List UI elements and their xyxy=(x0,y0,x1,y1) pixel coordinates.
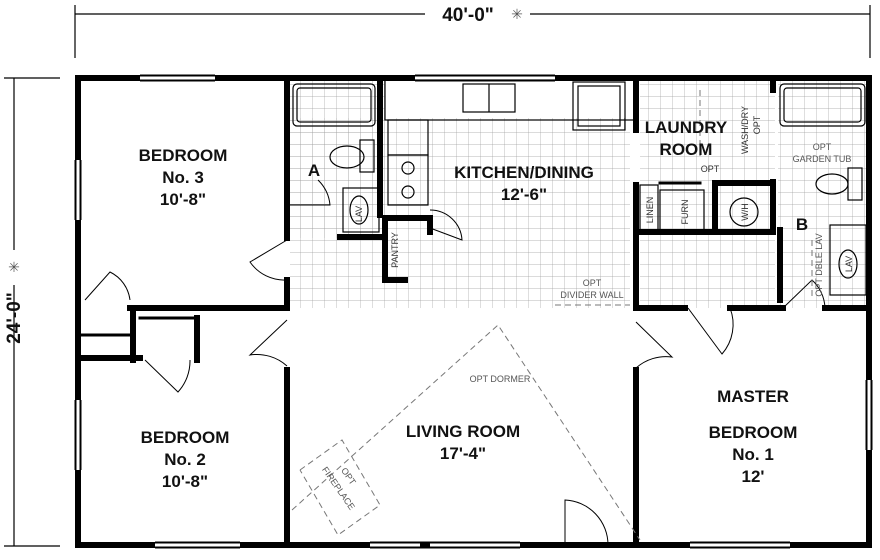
bedroom3-number: No. 3 xyxy=(162,168,204,187)
master-number: No. 1 xyxy=(732,445,774,464)
laundry-line1: LAUNDRY xyxy=(645,118,728,137)
bedroom3-name: BEDROOM xyxy=(139,146,228,165)
snowflake-icon: ✳ xyxy=(511,6,523,22)
tile-floors xyxy=(290,78,870,308)
wash-dry-label: WASH/DRY xyxy=(740,106,750,154)
divider-wall-label: DIVIDER WALL xyxy=(560,290,623,300)
optional-features xyxy=(291,240,813,541)
furn-opt-label: OPT xyxy=(701,164,720,174)
bath-b-fixtures xyxy=(779,83,867,296)
kitchen-size: 12'-6" xyxy=(501,185,547,204)
dble-lav-label: OPT DBLE LAV xyxy=(814,233,824,296)
pantry-label: PANTRY xyxy=(390,232,400,268)
lav-label-b: LAV xyxy=(844,256,854,272)
bath-b-label: B xyxy=(796,215,808,234)
furn-label: FURN xyxy=(680,200,690,225)
garden-tub-label: GARDEN TUB xyxy=(793,154,852,164)
depth-dimension-line: ✳ xyxy=(4,77,60,547)
width-dimension-line: ✳ xyxy=(74,5,871,58)
kitchen-fixtures xyxy=(384,79,636,206)
bedroom2-number: No. 2 xyxy=(164,450,206,469)
bedroom2-size: 10'-8" xyxy=(162,472,208,491)
wh-label: W/H xyxy=(740,203,750,221)
interior-walls xyxy=(75,75,872,548)
living-size: 17'-4" xyxy=(440,444,486,463)
window-frames xyxy=(74,74,873,549)
bath-a-label: A xyxy=(308,161,320,180)
living-name: LIVING ROOM xyxy=(406,422,520,441)
kitchen-name: KITCHEN/DINING xyxy=(454,163,594,182)
garden-tub-opt: OPT xyxy=(813,142,832,152)
master-size: 12' xyxy=(742,467,765,486)
divider-wall-opt: OPT xyxy=(583,278,602,288)
master-line1: MASTER xyxy=(717,387,789,406)
doors xyxy=(84,179,826,546)
bedroom3-size: 10'-8" xyxy=(160,190,206,209)
laundry-fixtures xyxy=(639,90,759,231)
bath-a-fixtures xyxy=(292,83,380,233)
linen-label: LINEN xyxy=(645,197,655,224)
overall-depth-label: 24'-0" xyxy=(4,292,25,344)
windows xyxy=(76,76,871,547)
lav-label-a: LAV xyxy=(354,206,364,222)
bedroom2-name: BEDROOM xyxy=(141,428,230,447)
snowflake-icon-depth: ✳ xyxy=(8,259,20,275)
dormer-label: OPT DORMER xyxy=(470,374,531,384)
master-line2: BEDROOM xyxy=(709,423,798,442)
overall-width-label: 40'-0" xyxy=(442,5,494,26)
laundry-line2: ROOM xyxy=(660,140,713,159)
wash-dry-opt-label: OPT xyxy=(752,115,762,134)
